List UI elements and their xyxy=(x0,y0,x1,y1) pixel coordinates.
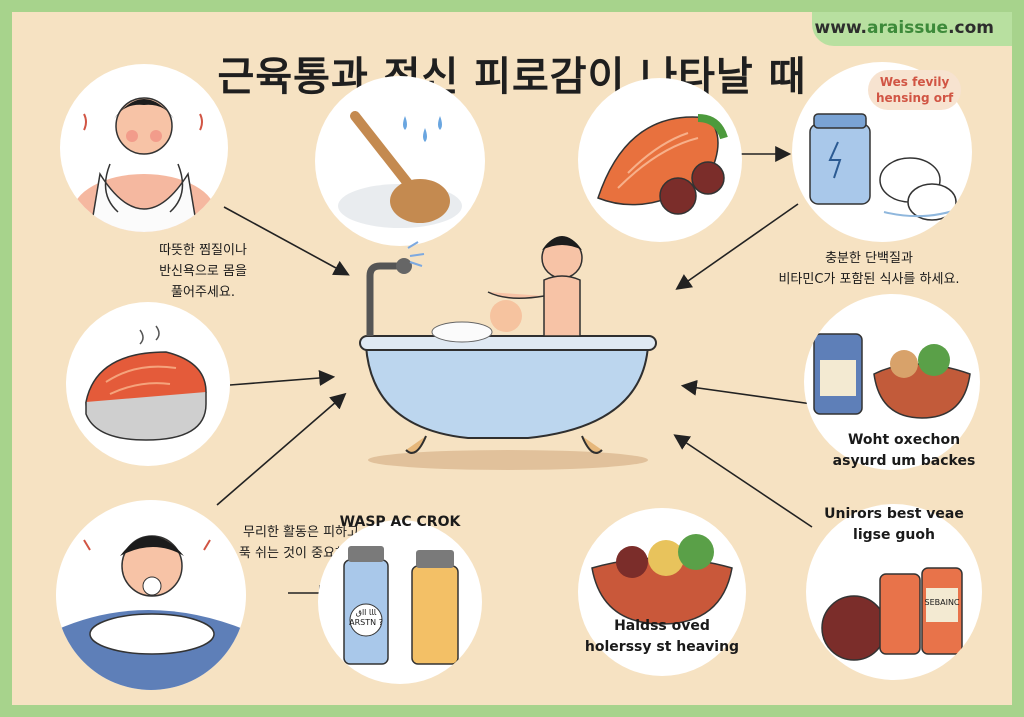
caption-jars: Unirors best veae ligse guoh xyxy=(824,506,964,543)
salmon-illustration xyxy=(597,114,728,215)
jar-illustration xyxy=(809,113,963,221)
jars-illustration xyxy=(821,567,963,661)
supplement-bowl-illustration xyxy=(813,333,971,419)
infographic-poster: www.araissue.com 근육통과 전신 피로감이 나타날 때 xyxy=(12,12,1012,705)
caption-bowl: Haldss oved holerssy st heaving xyxy=(584,618,740,655)
salmon-steak-illustration xyxy=(85,325,207,441)
bowl-circle xyxy=(578,508,746,676)
vials-circle xyxy=(318,520,482,684)
site-badge[interactable] xyxy=(812,12,1012,46)
caption-supplements: Woht oxechon asyurd um backes xyxy=(832,432,976,469)
towel-person-circle xyxy=(60,64,228,232)
bowl-illustration xyxy=(591,534,733,625)
resting-person-illustration xyxy=(56,535,246,690)
arrow-3 xyxy=(216,392,347,506)
salt-spoon-circle xyxy=(315,76,485,246)
speech-bubble: Wes fevily hensing orf xyxy=(868,70,962,110)
jar-label: SEBAINC xyxy=(924,598,960,607)
salmon-steak-circle xyxy=(66,302,230,466)
salt-spoon-illustration xyxy=(338,111,462,228)
arrow-8 xyxy=(673,434,813,528)
caption-warm-bath: 따뜻한 찜질이나 반신욕으로 몸을 풀어주세요. xyxy=(159,243,247,300)
supplement-bowl-circle xyxy=(804,294,980,470)
site-url[interactable]: www.araissue.com xyxy=(814,18,994,38)
vials-illustration xyxy=(343,546,459,665)
arrow-1 xyxy=(223,206,350,276)
arrow-layer xyxy=(216,146,813,601)
resting-person-circle xyxy=(56,500,246,690)
caption-vials-heading: WASP AC CROK xyxy=(339,514,461,530)
salmon-circle xyxy=(578,78,742,242)
jars-circle xyxy=(806,504,982,680)
vial-label: ﺎﺎﺎ ﺍﺍﻕ ARSTN ? xyxy=(349,608,383,627)
caption-protein-meal: 충분한 단백질과 비타민C가 포함된 식사를 하세요. xyxy=(778,251,960,287)
arrow-6 xyxy=(675,203,799,290)
arrow-2 xyxy=(229,370,336,386)
towel-person-illustration xyxy=(72,97,216,232)
arrow-7 xyxy=(680,379,813,405)
bathtub-illustration xyxy=(359,236,657,470)
